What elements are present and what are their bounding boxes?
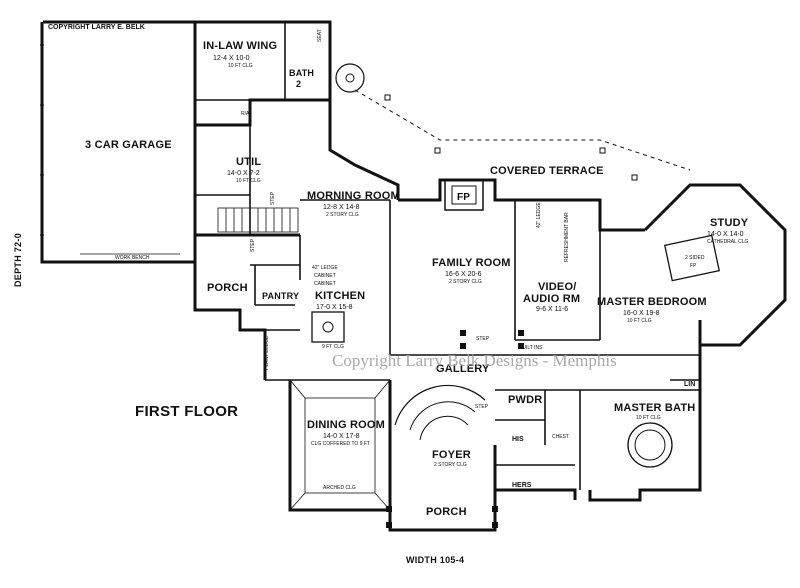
master-bath-ceiling: 10 FT CLG — [636, 415, 661, 421]
built-ins-label: BUILT INS — [519, 345, 543, 351]
spiral-stair — [335, 63, 365, 93]
kitchen-dims: 17-0 X 15-8 — [316, 304, 353, 311]
his-closet-label: HIS — [512, 436, 524, 443]
util-label: UTIL — [236, 156, 262, 168]
dining-room-ceiling: CLG COFFERED TO 9 FT — [311, 441, 370, 447]
chest-label: CHEST — [552, 434, 569, 440]
kitchen-ceiling: 9 FT CLG — [322, 344, 344, 350]
garage-label: 3 CAR GARAGE — [85, 139, 172, 151]
covered-terrace-label: COVERED TERRACE — [490, 165, 604, 177]
dining-room-label: DINING ROOM — [307, 419, 385, 431]
pantry-label: PANTRY — [262, 291, 300, 301]
inlaw-wing-label: IN-LAW WING — [203, 40, 278, 52]
copyright-notice: COPYRIGHT LARRY E. BELK — [48, 24, 145, 31]
arched-ceiling-label: ARCHED CLG — [323, 485, 356, 491]
study-dims: 14-0 X 14-0 — [707, 231, 744, 238]
ra-label: R/A — [241, 111, 250, 117]
master-tub — [627, 422, 673, 468]
step-label-gallery: STEP — [476, 336, 490, 342]
step-label-porch: STEP — [250, 238, 256, 252]
watermark-text: Copyright Larry Belk Designs - Memphis — [332, 351, 617, 370]
util-ceiling: 10 FT CLG — [236, 178, 261, 184]
step-label-morning: STEP — [270, 191, 276, 205]
cabinet-label-2: CABINET — [314, 281, 336, 287]
inlaw-wing-ceiling: 10 FT CLG — [228, 63, 253, 69]
util-stair — [217, 207, 299, 233]
work-bench-label: WORK BENCH — [115, 255, 150, 261]
foyer-label: FOYER — [432, 449, 471, 461]
powder-room-label: PWDR — [508, 394, 543, 406]
foyer-ceiling: 2 STORY CLG — [434, 462, 467, 468]
ledge-42-label: 42" LEDGE — [536, 202, 542, 228]
master-bedroom-ceiling: 10 FT CLG — [627, 318, 652, 324]
hers-closet-label: HERS — [512, 482, 532, 489]
depth-dimension: DEPTH 72-0 — [13, 232, 23, 287]
bath2-label: BATH — [289, 68, 315, 78]
width-dimension: WIDTH 105-4 — [406, 555, 465, 565]
morning-room-label: MORNING ROOM — [307, 190, 400, 202]
kitchen-island — [311, 311, 345, 343]
step-label-foyer: STEP — [475, 404, 489, 410]
exterior-walls — [40, 20, 787, 532]
master-bath-label: MASTER BATH — [614, 402, 696, 414]
floor-title: FIRST FLOOR — [135, 403, 239, 420]
study-label: STUDY — [710, 217, 749, 229]
master-bedroom-dims: 16-0 X 19-8 — [623, 310, 660, 317]
side-porch-label: PORCH — [207, 282, 248, 294]
morning-room-dims: 12-8 X 14-8 — [323, 204, 360, 211]
kitchen-label: KITCHEN — [315, 290, 366, 302]
seat-label: SEAT — [317, 29, 323, 42]
study-fireplace-label: FP — [690, 263, 697, 269]
inlaw-wing-dims: 12-4 X 10-0 — [213, 55, 250, 62]
master-bedroom-label: MASTER BEDROOM — [597, 296, 707, 308]
study-fireplace-type: 2 SIDED — [685, 255, 705, 261]
family-room-dims: 16-6 X 20-6 — [445, 271, 482, 278]
fireplace-label: FP — [457, 192, 471, 203]
family-room-ceiling: 2 STORY CLG — [449, 279, 482, 285]
ledge-label: 42" LEDGE — [312, 265, 338, 271]
cabinet-label-1: CABINET — [314, 273, 336, 279]
video-room-label: VIDEO/ — [538, 281, 577, 293]
bath2-number: 2 — [296, 79, 302, 89]
family-room-label: FAMILY ROOM — [432, 257, 511, 269]
plant-ledge-label: PLANT LEDGE — [264, 335, 270, 370]
morning-room-ceiling: 2 STORY CLG — [326, 212, 359, 218]
audio-room-label: AUDIO RM — [523, 293, 581, 305]
gallery-label: GALLERY — [436, 363, 490, 375]
interior-walls — [195, 22, 700, 490]
refreshment-bar-label: REFRESHMENT BAR — [564, 212, 570, 262]
study-ceiling: CATHEDRAL CLG — [707, 239, 749, 245]
video-room-dims: 9-6 X 11-6 — [536, 306, 569, 313]
linen-label: LIN — [684, 381, 696, 388]
util-dims: 14-0 X 7-2 — [227, 170, 260, 177]
curved-stair — [394, 384, 486, 426]
dining-room-dims: 14-0 X 17-8 — [323, 433, 360, 440]
fireplace — [444, 179, 484, 211]
front-porch-label: PORCH — [426, 506, 467, 518]
